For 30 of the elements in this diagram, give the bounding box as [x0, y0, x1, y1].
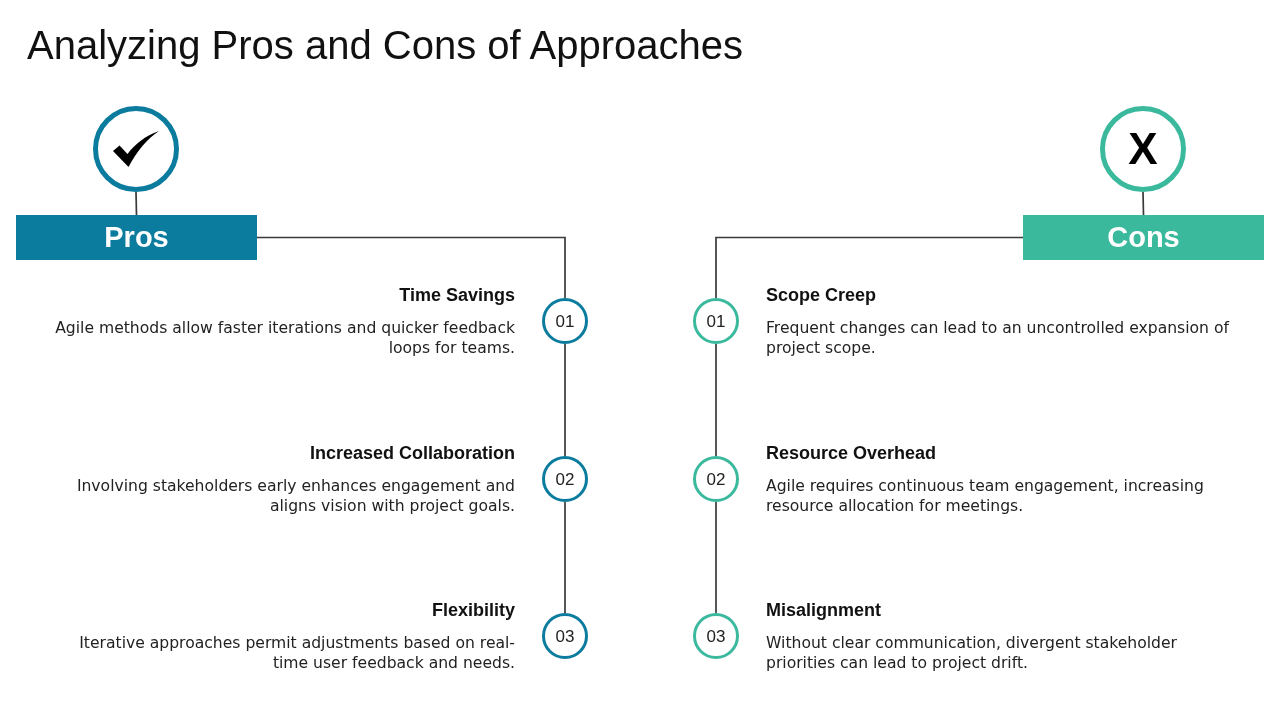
item-description: Agile requires continuous team engagement, increasing resource allocation for meetings.	[766, 477, 1205, 516]
item-description: Without clear communication, divergent stakeholder priorities can lead to project drift.	[766, 634, 1178, 673]
item-heading: Flexibility	[430, 599, 515, 622]
item-heading: Resource Overhead	[766, 442, 938, 465]
item-heading: Increased Collaboration	[308, 442, 515, 465]
connector-line	[256, 236, 566, 299]
header-bar: Pros	[16, 215, 257, 260]
number-circle: 03	[542, 613, 588, 659]
header-bar: Cons	[1023, 215, 1264, 260]
item-description: Involving stakeholders early enhances engagement and aligns vision with project goals.	[75, 477, 515, 516]
connector-line	[564, 501, 566, 614]
number-circle: 01	[542, 298, 588, 344]
connector-line	[715, 343, 717, 457]
item-description: Frequent changes can lead to an uncontrolled expansion of project scope.	[766, 319, 1231, 358]
connector-line	[135, 191, 138, 216]
item-description: Agile methods allow faster iterations and quicker feedback loops for teams.	[54, 319, 515, 358]
slide-title: Analyzing Pros and Cons of Approaches	[27, 25, 743, 65]
connector-line	[715, 501, 717, 614]
item-heading: Misalignment	[766, 599, 882, 622]
connector-line	[564, 343, 566, 457]
item-heading: Time Savings	[398, 284, 515, 307]
number-circle: 02	[542, 456, 588, 502]
item-description: Iterative approaches permit adjustments based on real-time user feedback and needs.	[78, 634, 515, 673]
item-heading: Scope Creep	[766, 284, 878, 307]
symbol-circle: X	[1100, 106, 1186, 192]
number-circle: 03	[693, 613, 739, 659]
number-circle: 01	[693, 298, 739, 344]
connector-line	[715, 236, 1024, 299]
number-circle: 02	[693, 456, 739, 502]
connector-line	[1142, 191, 1145, 216]
